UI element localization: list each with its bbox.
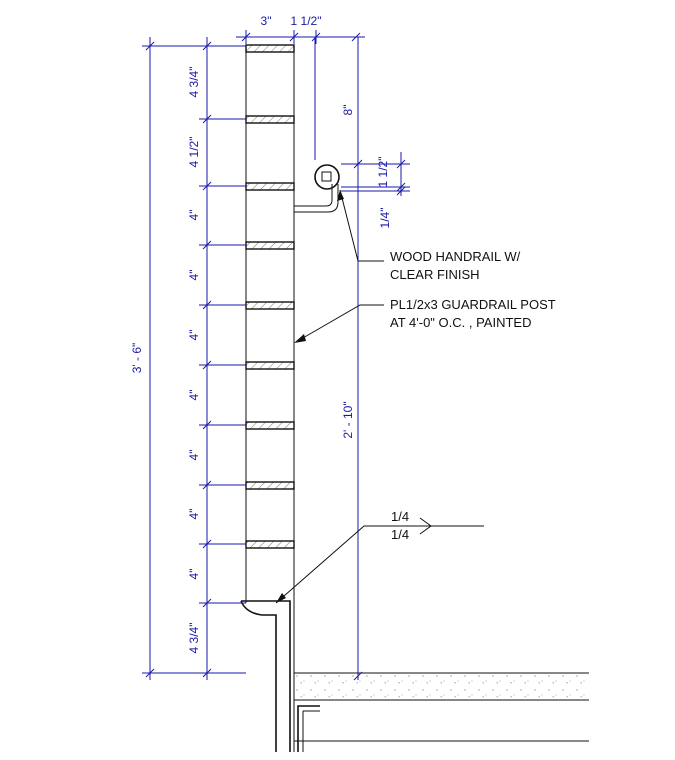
handrail-diameter-dimension: 1 1/2"	[376, 157, 390, 188]
rail-bar	[245, 301, 295, 310]
floor-slab	[294, 672, 589, 752]
bar-spacing-label: 4 3/4"	[187, 623, 201, 654]
post-note-line2: AT 4'-0" O.C. , PAINTED	[390, 315, 531, 330]
handrail-height-dimension-line	[314, 37, 366, 681]
bar-spacing-label: 4"	[187, 450, 201, 461]
post-leader	[294, 304, 384, 343]
rail-bar	[245, 481, 295, 490]
overall-height-dimension-line	[142, 37, 246, 680]
rail-bar	[245, 241, 295, 250]
weld-size-bottom: 1/4	[391, 527, 409, 542]
handrail-diameter-dimension-line	[341, 152, 410, 196]
handrail-leader	[337, 189, 384, 262]
bar-spacing-label: 4"	[187, 210, 201, 221]
bar-spacing-label: 4"	[187, 330, 201, 341]
top-dimension-line	[236, 30, 365, 44]
bar-spacing-label: 4"	[187, 509, 201, 520]
guardrail-post	[245, 46, 295, 603]
bar-spacing-dimension-line	[199, 37, 246, 680]
rail-bar	[245, 44, 295, 53]
rail-bar	[245, 182, 295, 191]
offset-dimension: 1 1/2"	[291, 14, 322, 28]
bar-spacing-label: 4"	[187, 270, 201, 281]
rail-bar	[245, 540, 295, 549]
weld-symbol	[275, 517, 484, 604]
rail-bar	[245, 421, 295, 430]
base-curb	[240, 600, 295, 752]
guardrail-bars	[245, 44, 295, 549]
handrail-height-dimension: 2' - 10"	[341, 401, 355, 438]
overall-height-dimension: 3' - 6"	[130, 343, 144, 374]
handrail-note-line1: WOOD HANDRAIL W/	[390, 249, 521, 264]
handrail-note-line2: CLEAR FINISH	[390, 267, 480, 282]
post-width-dimension: 3"	[261, 14, 272, 28]
gap-dimension: 1/4"	[378, 208, 392, 229]
handrail-profile	[314, 164, 340, 190]
rail-bar	[245, 115, 295, 124]
handrail-rise-dimension: 8"	[341, 105, 355, 116]
bar-spacing-label: 4 1/2"	[187, 137, 201, 168]
weld-size-top: 1/4	[391, 509, 409, 524]
handrail	[294, 164, 340, 213]
bar-spacing-label: 4"	[187, 569, 201, 580]
rail-bar	[245, 361, 295, 370]
post-note-line1: PL1/2x3 GUARDRAIL POST	[390, 297, 556, 312]
bar-spacing-label: 4 3/4"	[187, 67, 201, 98]
bar-spacing-label: 4"	[187, 390, 201, 401]
